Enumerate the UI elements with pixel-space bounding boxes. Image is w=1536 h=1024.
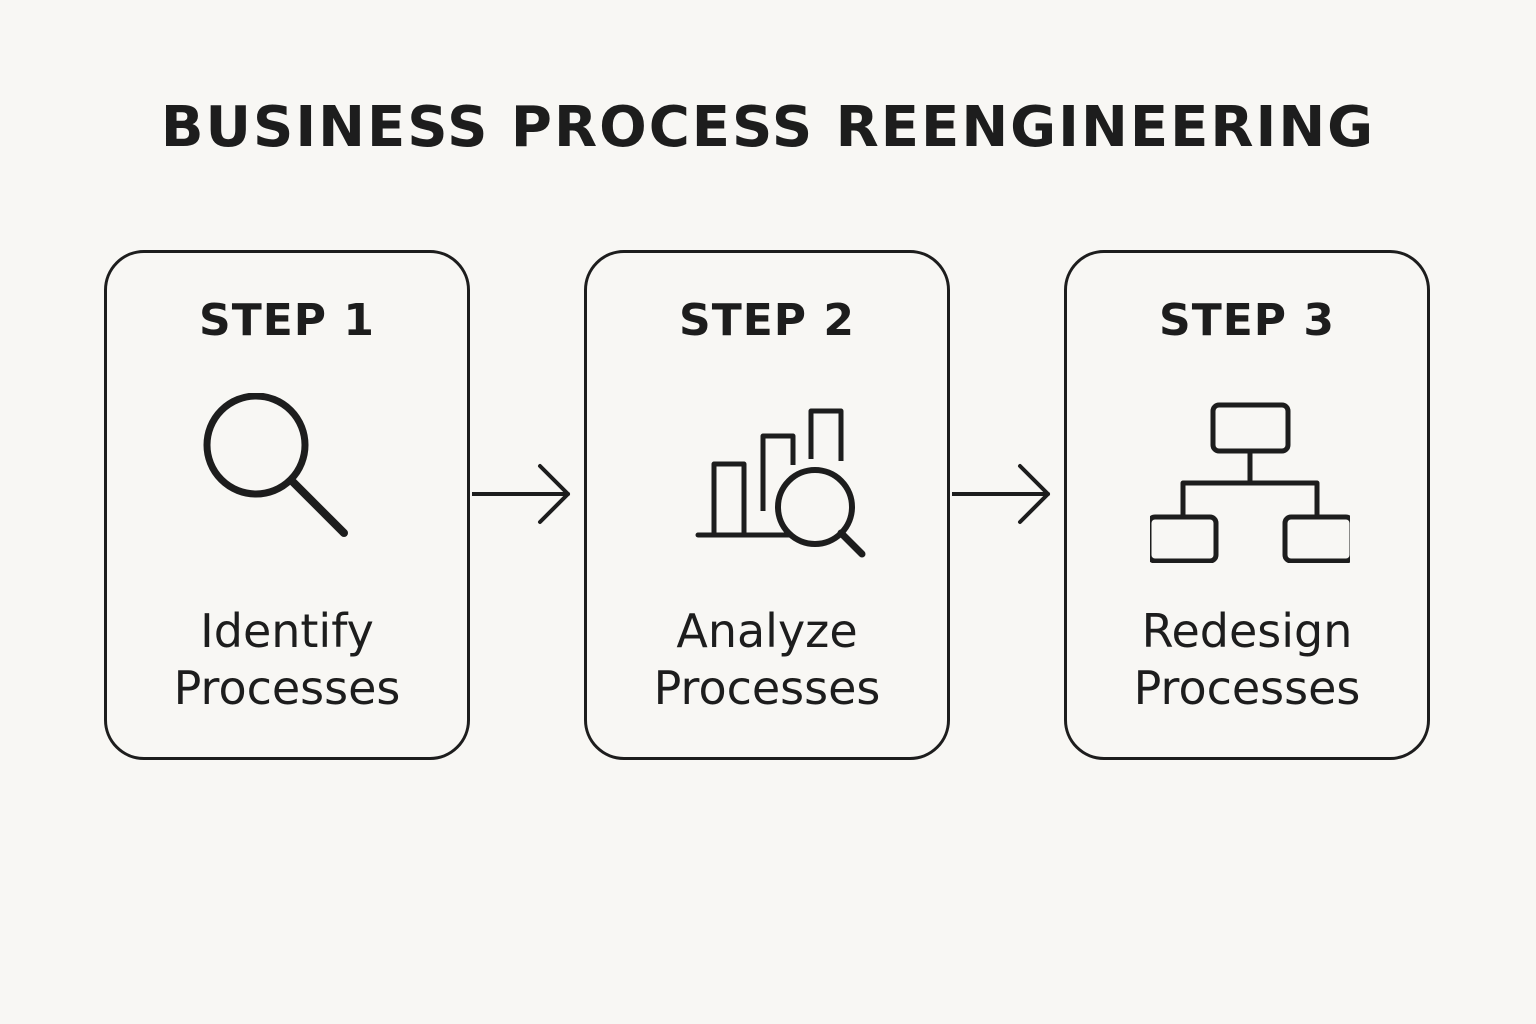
magnifier-icon	[203, 393, 348, 537]
step-3-description: Redesign Processes	[1067, 603, 1427, 717]
step-2-box: STEP 2 Analyze Processes	[584, 250, 950, 760]
hierarchy-icon	[1150, 402, 1350, 563]
step-2-label: STEP 2	[679, 295, 855, 346]
step-1-description: Identify Processes	[107, 603, 467, 717]
step-3-label: STEP 3	[1159, 295, 1335, 346]
arrow-right-icon	[952, 464, 1050, 524]
step-1-label: STEP 1	[199, 295, 375, 346]
step-1-text-line1: Identify	[200, 604, 374, 658]
step-1-text-line2: Processes	[173, 661, 401, 715]
step-2-text-line1: Analyze	[676, 604, 858, 658]
step-3-text-line2: Processes	[1133, 661, 1361, 715]
step-2-text-line2: Processes	[653, 661, 881, 715]
diagram-title: BUSINESS PROCESS REENGINEERING	[160, 95, 1376, 160]
bar-chart-magnifier-icon	[695, 408, 866, 558]
step-2-description: Analyze Processes	[587, 603, 947, 717]
step-1-box: STEP 1 Identify Processes	[104, 250, 470, 760]
step-3-text-line1: Redesign	[1141, 604, 1353, 658]
arrow-right-icon	[472, 464, 570, 524]
step-3-box: STEP 3 Redesign Processes	[1064, 250, 1430, 760]
